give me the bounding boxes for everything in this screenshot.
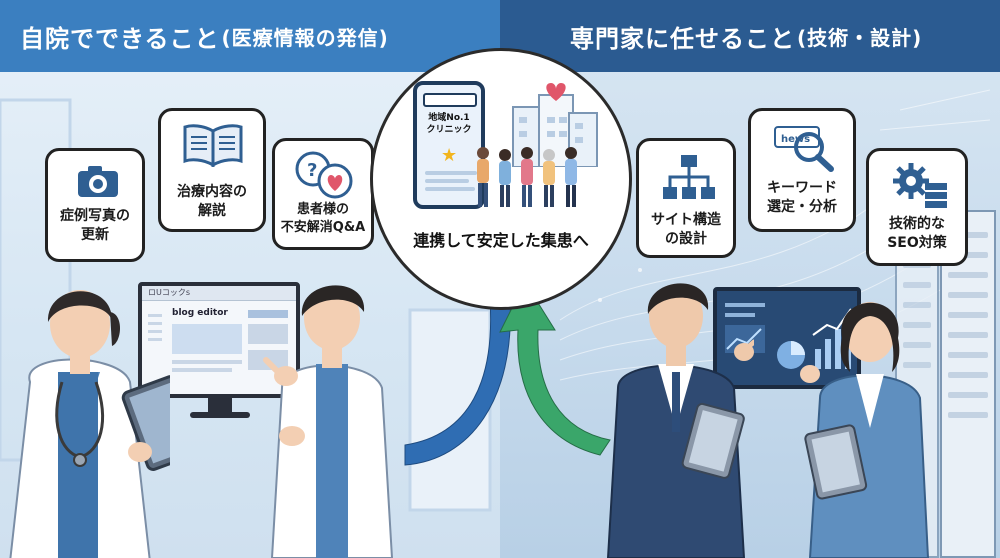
bubble-tech-seo: 技術的な SEO対策 [866,148,968,266]
bubble-patient-qa: ? 患者様の 不安解消Q&A [272,138,374,250]
editor-content [148,310,288,372]
blog-editor-label: blog editor [172,308,228,318]
doctor-with-tablet [9,290,170,558]
keyword-search-text: hews [781,134,810,145]
star-icon: ★ [441,145,458,166]
open-book-icon [183,124,243,167]
left-header-subtitle: (医療情報の発信) [221,25,389,50]
server-rack [940,210,996,558]
bubble-treatment: 治療内容の 解説 [158,108,266,232]
bubble-site-structure: サイト構造 の設計 [636,138,736,258]
bubble-line: 患者様の [296,202,349,217]
center-caption: 連携して安定した集患へ [413,231,589,250]
camera-icon [78,166,118,197]
bubble-keyword: hews キーワード 選定・分析 [748,108,856,232]
phone-line: クリニック [426,124,472,135]
patients-group [477,147,577,207]
phone-line: 地域No.1 [428,113,470,123]
bubble-line: サイト構造 [651,212,721,228]
svg-text:?: ? [307,160,317,181]
left-header-title: 自院でできること [20,24,220,53]
consultant-man [606,283,754,558]
monitor-stand [208,398,232,414]
bubble-case-photo: 症例写真の 更新 [45,148,145,262]
bubble-line: の設計 [665,230,707,247]
male-doctor [263,285,394,558]
qa-heart-chat-icon: ? [295,151,353,199]
clinic-monitor: ロUコックs blog editor [138,282,300,398]
smartphone: 地域No.1 クリニック ★ [413,81,485,209]
bubble-line: 治療内容の [177,184,247,200]
bubble-line: 選定・分析 [767,198,837,215]
monitor-tab: ロUコックs [142,286,296,301]
bubble-line: 症例写真の [60,208,130,224]
bubble-line: 不安解消Q&A [280,219,366,235]
bubble-line: 技術的な [889,216,945,232]
right-header: 専門家に任せること(技術・設計) [500,0,1000,72]
bubble-line: 解説 [198,202,226,219]
consultant-woman [800,302,930,558]
right-header-subtitle: (技術・設計) [797,25,923,50]
center-circle: 地域No.1 クリニック ★ 連携して安定した集患へ [370,48,632,310]
bubble-line: SEO対策 [887,234,947,251]
monitor-base [190,412,250,418]
magnifier-icon: hews [774,126,834,172]
right-header-title: 専門家に任せること [570,24,795,53]
left-header: 自院でできること(医療情報の発信) [0,0,500,72]
bubble-line: 更新 [81,226,109,243]
bubble-line: キーワード [767,180,837,196]
hospital-icon [512,83,598,167]
gear-server-icon [893,163,947,208]
sitemap-icon [663,155,715,199]
search-bar [423,93,477,107]
